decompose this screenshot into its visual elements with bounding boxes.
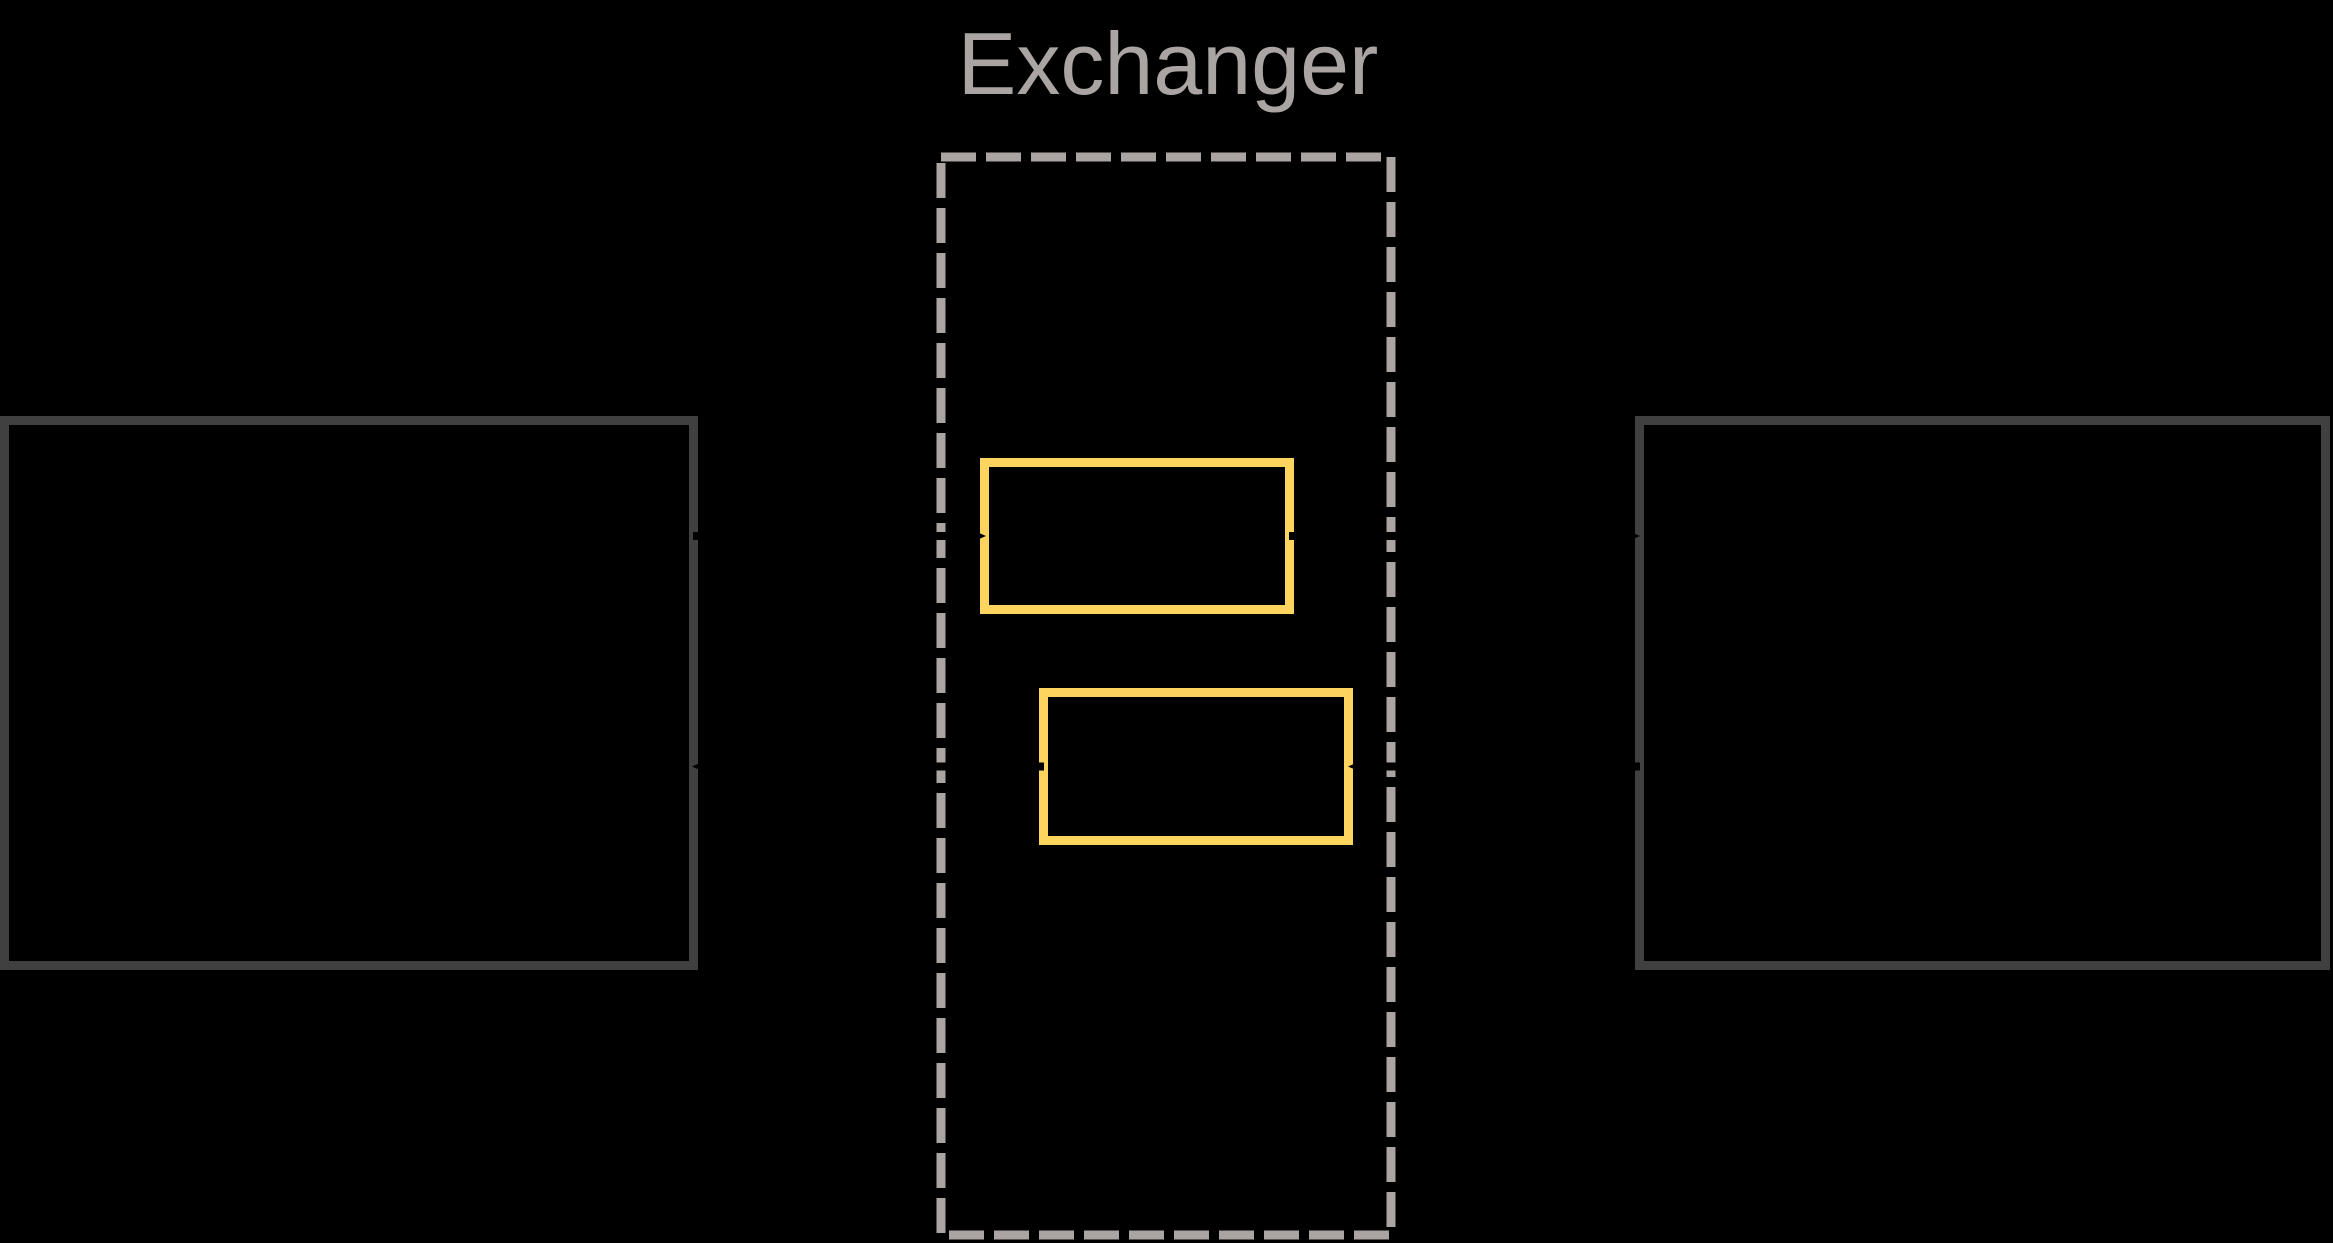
arrowhead-right-icon	[970, 529, 986, 543]
arrowhead-right-icon	[1624, 529, 1640, 543]
cluster-title: Exchanger	[958, 14, 1379, 113]
edge-left-to-exchange-top	[693, 529, 986, 543]
arrowhead-left-icon	[1348, 759, 1364, 774]
cluster-boundary	[936, 152, 1396, 1240]
edge-exchange-bottom-to-left	[692, 759, 1044, 774]
node-left	[0, 416, 698, 970]
arrowhead-left-icon	[692, 759, 708, 774]
edge-right-to-exchange-bottom	[1348, 759, 1640, 774]
edge-exchange-top-to-right	[1289, 529, 1640, 543]
node-right	[1635, 416, 2330, 970]
